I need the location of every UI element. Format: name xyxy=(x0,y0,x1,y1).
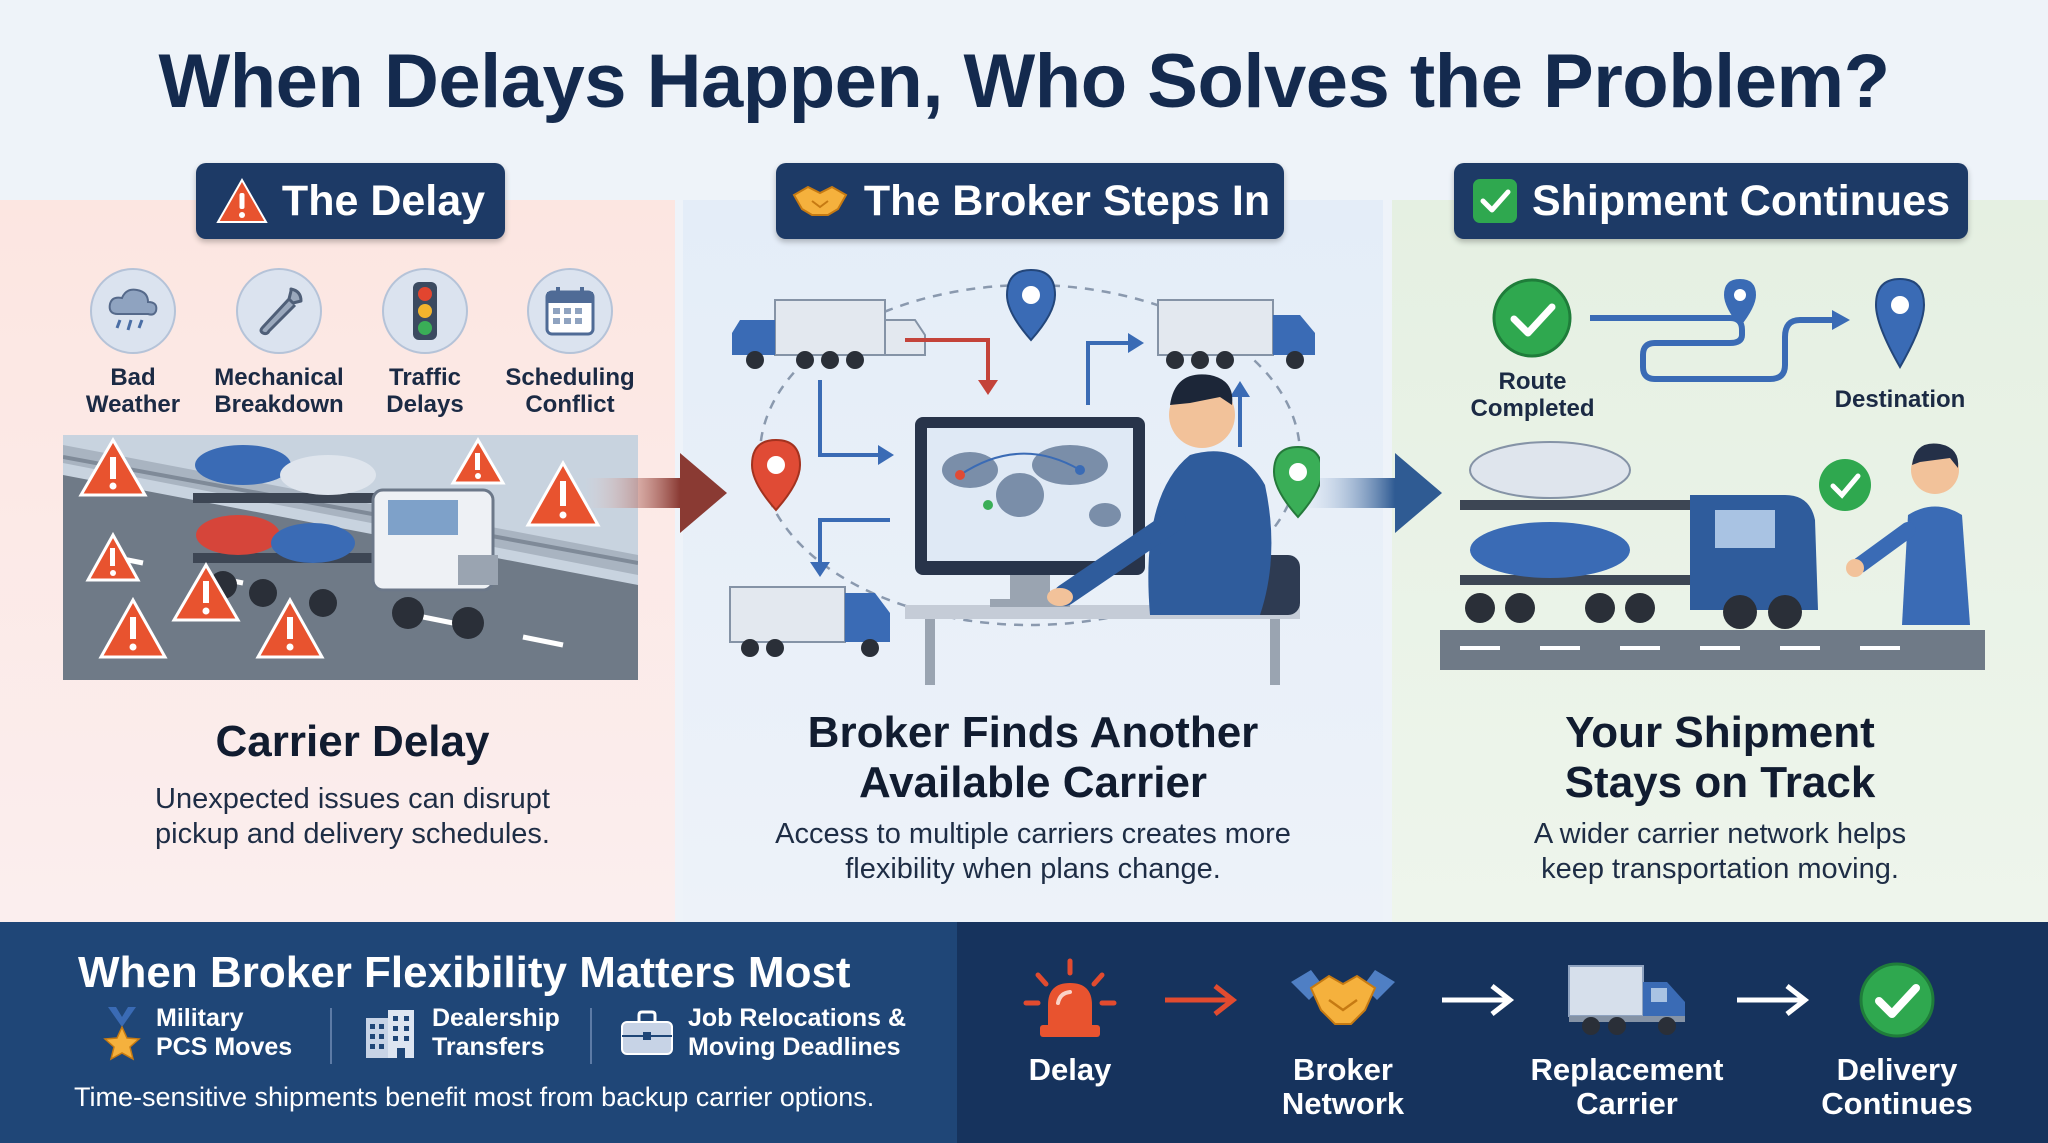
route-completed-scene xyxy=(1492,277,1926,382)
handshake-icon xyxy=(792,185,848,216)
divider xyxy=(330,1008,332,1064)
use-case-line2: Transfers xyxy=(432,1033,545,1061)
wrench-icon xyxy=(236,268,322,354)
broker-description: Access to multiple carriers creates more… xyxy=(683,817,1383,887)
warning-triangle-icon xyxy=(216,178,268,223)
flow-label-line2: Continues xyxy=(1821,1086,1973,1121)
flow-arrow-icon xyxy=(1442,984,1515,1016)
divider xyxy=(590,1008,592,1064)
flexibility-note: Time-sensitive shipments benefit most fr… xyxy=(74,1082,875,1112)
handshake-icon xyxy=(1238,955,1448,1045)
flow-label-line1: Broker xyxy=(1293,1052,1393,1087)
page-title: When Delays Happen, Who Solves the Probl… xyxy=(158,39,1890,124)
continues-heading-line1: Your Shipment xyxy=(1565,708,1875,757)
delay-heading: Carrier Delay xyxy=(215,717,490,766)
checkbox-icon xyxy=(1472,179,1517,223)
cause-label-line1: Mechanical xyxy=(214,364,344,391)
use-case-relocations: Job Relocations &Moving Deadlines xyxy=(620,1004,906,1062)
delay-highway-scene xyxy=(63,435,638,680)
flow-label-line1: Delay xyxy=(1028,1052,1112,1087)
flow-label-line1: Replacement xyxy=(1530,1052,1724,1087)
warning-triangle-icon xyxy=(78,437,148,497)
panel-arrow-red xyxy=(585,453,727,533)
continues-pill-label: Shipment Continues xyxy=(1531,176,1951,225)
continues-pill: Shipment Continues xyxy=(1454,163,1968,239)
building-icon xyxy=(366,1010,414,1058)
cause-label-line2: Breakdown xyxy=(214,391,344,418)
flow-step-delay: Delay xyxy=(965,955,1175,1087)
use-case-line1: Job Relocations & xyxy=(688,1004,907,1032)
cause-label-line2: Weather xyxy=(85,391,181,418)
flow-label-line1: Delivery xyxy=(1836,1052,1958,1087)
panel-arrow-blue xyxy=(1300,453,1442,533)
siren-icon xyxy=(965,955,1175,1045)
delay-desc-line2: pickup and delivery schedules. xyxy=(155,818,550,850)
broker-heading-line1: Broker Finds Another xyxy=(807,708,1259,757)
route-label-line1: Route xyxy=(1498,368,1567,395)
check-circle-icon xyxy=(1792,955,2002,1045)
cause-label-line2: Delays xyxy=(386,391,464,418)
flexibility-title: When Broker Flexibility Matters Most xyxy=(78,948,851,997)
cause-label-line1: Bad xyxy=(110,364,156,391)
cloud-rain-icon xyxy=(90,268,176,354)
use-case-line2: Moving Deadlines xyxy=(688,1033,901,1061)
shipment-on-track-scene xyxy=(1440,441,1985,670)
flow-label-line2: Network xyxy=(1281,1086,1405,1121)
flow-arrow-icon xyxy=(1737,984,1810,1016)
route-label-line2: Completed xyxy=(1470,395,1595,422)
use-case-line2: PCS Moves xyxy=(156,1033,293,1061)
truck-icon xyxy=(732,299,926,369)
truck-icon xyxy=(1522,955,1732,1045)
flow-banner xyxy=(957,922,2048,1143)
broker-network-scene xyxy=(729,268,1320,685)
traffic-light-icon xyxy=(382,268,468,354)
continues-desc-line2: keep transportation moving. xyxy=(1541,853,1899,885)
broker-desc-line2: flexibility when plans change. xyxy=(845,853,1221,885)
cause-label-line1: Scheduling xyxy=(505,364,635,391)
check-circle-icon xyxy=(1492,278,1572,358)
medal-icon xyxy=(103,1007,141,1061)
continues-heading-line2: Stays on Track xyxy=(1564,758,1876,807)
delay-pill: The Delay xyxy=(196,163,505,239)
flow-arrow-icon xyxy=(1165,984,1238,1016)
broker-pill: The Broker Steps In xyxy=(776,163,1284,239)
flow-label-line2: Carrier xyxy=(1576,1086,1678,1121)
broker-pill-label: The Broker Steps In xyxy=(863,176,1271,225)
flexibility-banner xyxy=(0,922,957,1143)
delay-pill-label: The Delay xyxy=(281,176,486,225)
delay-desc-line1: Unexpected issues can disrupt xyxy=(155,783,550,815)
use-case-line1: Dealership xyxy=(432,1004,560,1032)
use-case-line1: Military xyxy=(156,1004,244,1032)
cause-label-line1: Traffic xyxy=(388,364,462,391)
destination-label: Destination xyxy=(1834,386,1966,413)
calendar-icon xyxy=(527,268,613,354)
cause-label-line2: Conflict xyxy=(525,391,615,418)
briefcase-icon xyxy=(621,1010,673,1055)
broker-heading-line2: Available Carrier xyxy=(858,758,1208,807)
broker-desc-line1: Access to multiple carriers creates more xyxy=(775,818,1291,850)
continues-desc-line1: A wider carrier network helps xyxy=(1533,818,1907,850)
